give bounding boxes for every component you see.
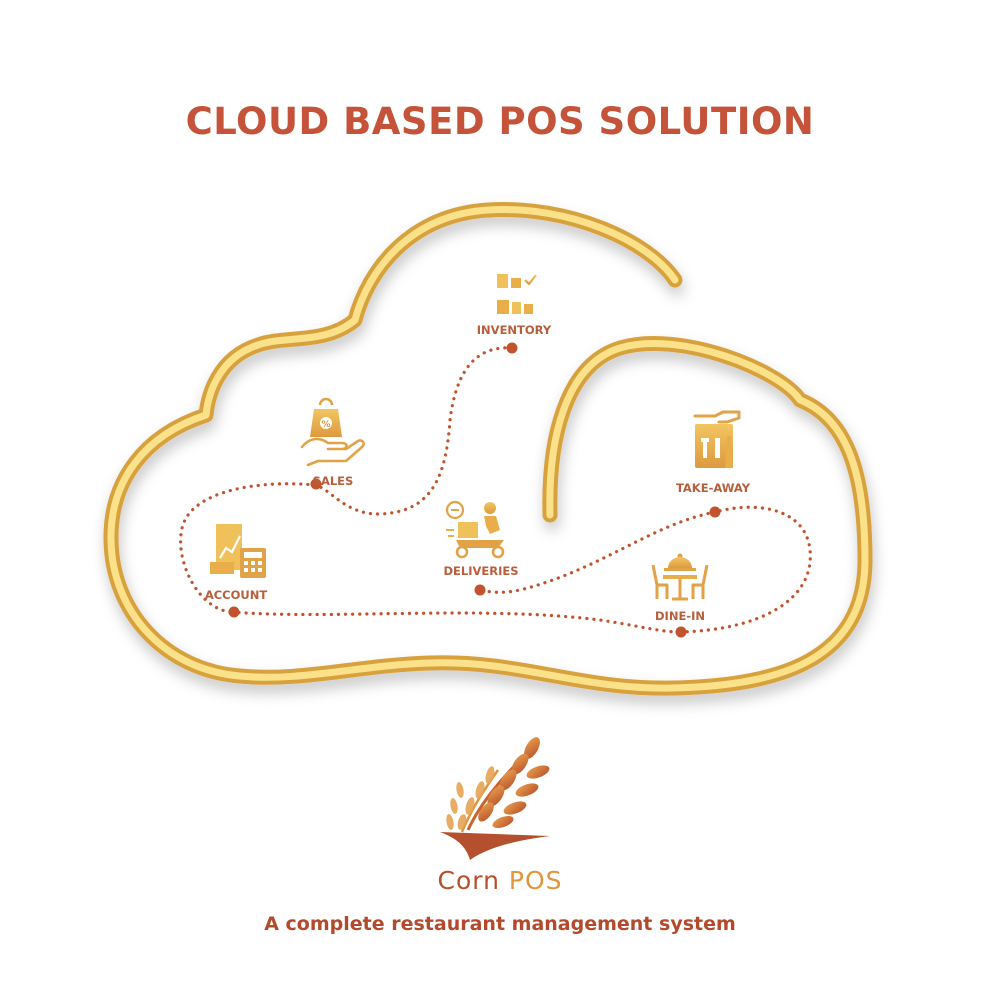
route-dots — [228, 342, 721, 638]
page-title: CLOUD BASED POS SOLUTION — [185, 100, 815, 143]
route-inventory-to-deliveries — [313, 346, 514, 516]
label-deliveries: DELIVERIES — [443, 564, 518, 578]
hand-shopping-bag-icon: % — [300, 397, 365, 467]
brand-tagline: A complete restaurant management system — [264, 913, 736, 935]
takeaway-bag-icon — [693, 410, 741, 468]
dot-account — [228, 606, 240, 618]
label-inventory: INVENTORY — [477, 323, 552, 337]
dot-takeaway — [709, 506, 721, 518]
label-sales: SALES — [313, 474, 354, 488]
wheat-logo-icon — [440, 737, 550, 860]
label-take-away: TAKE-AWAY — [676, 481, 751, 495]
brand-name: Corn POS — [0, 866, 1000, 895]
dot-sales — [310, 478, 322, 490]
label-dine-in: DINE-IN — [655, 609, 705, 623]
dot-deliveries — [474, 584, 486, 596]
route-sales-to-account — [179, 482, 317, 614]
dot-dinein — [675, 626, 687, 638]
warehouse-shelf-icon — [489, 270, 539, 318]
brand-name-part2: POS — [508, 866, 563, 895]
cloud-outline — [103, 202, 873, 696]
dining-table-icon — [651, 553, 709, 601]
route-account-to-dinein — [230, 610, 682, 634]
label-account: ACCOUNT — [205, 588, 268, 602]
dot-inventory — [506, 342, 518, 354]
accounting-calculator-icon — [210, 524, 266, 578]
route-takeaway-to-deliveries — [478, 510, 717, 594]
delivery-scooter-icon — [445, 500, 505, 559]
dotted-route — [179, 346, 812, 634]
brand-name-part1: Corn — [437, 866, 509, 895]
svg-text:%: % — [321, 420, 330, 430]
